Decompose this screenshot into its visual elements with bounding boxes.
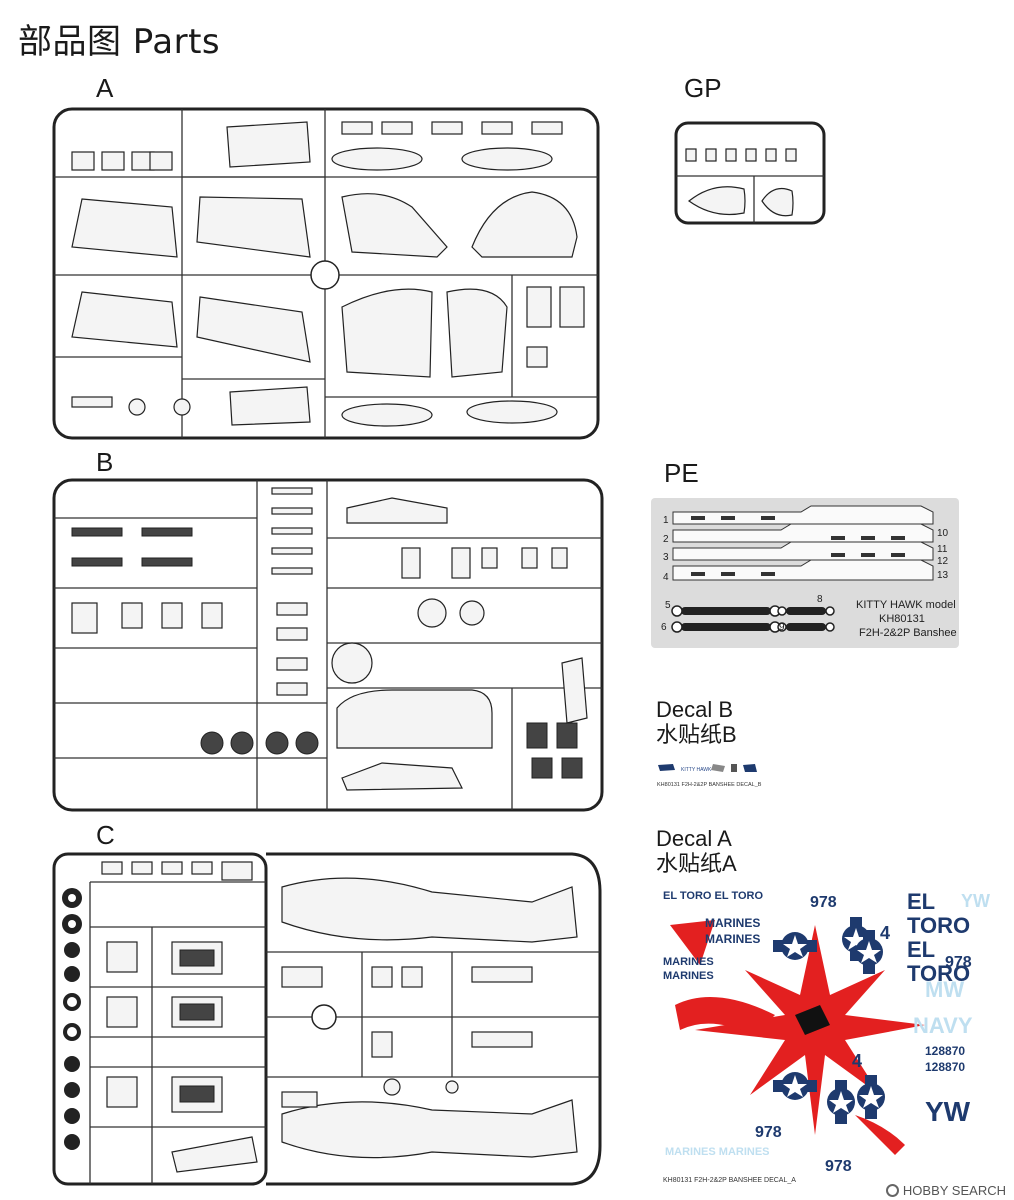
pe-num-1: 1 bbox=[663, 515, 669, 526]
decal-a-title-cn: 水贴纸A bbox=[656, 851, 737, 876]
sprue-c bbox=[52, 852, 602, 1186]
decal-marines-2: MARINES bbox=[705, 932, 760, 946]
roundel-3 bbox=[855, 930, 883, 974]
sprue-b-label: B bbox=[96, 447, 114, 477]
decal-serial-2: 128870 bbox=[925, 1060, 965, 1074]
pe-sheet-drawing: 1 2 3 4 5 6 10 11 12 13 8 9 KITTY HAWK m… bbox=[661, 505, 957, 639]
decal-yw-faint: YW bbox=[961, 891, 990, 911]
decal-978-right: 978 bbox=[945, 954, 972, 971]
decal-b-caption: KH80131 F2H-2&2P BANSHEE DECAL_B bbox=[657, 782, 762, 788]
decal-marines-v1: MARINES bbox=[663, 956, 714, 968]
pe-num-8: 8 bbox=[817, 594, 823, 605]
page-title: 部品图 Parts bbox=[18, 22, 221, 62]
pe-num-5: 5 bbox=[665, 600, 671, 611]
decal-el-2: EL bbox=[907, 937, 935, 962]
hobby-search-logo-icon bbox=[885, 1184, 899, 1197]
decal-4-bottom: 4 bbox=[852, 1051, 862, 1071]
decal-navy: NAVY bbox=[913, 1013, 973, 1038]
pe-name: F2H-2&2P Banshee bbox=[859, 627, 957, 639]
watermark: HOBBY SEARCH bbox=[885, 1183, 1006, 1198]
decal-a-sheet: EL TORO EL TORO 978 EL TORO EL TORO YW M… bbox=[663, 889, 990, 1184]
decal-el-toro-top: EL TORO EL TORO bbox=[663, 890, 763, 902]
pe-num-4: 4 bbox=[663, 572, 669, 583]
decal-toro: TORO bbox=[907, 913, 970, 938]
pe-num-2: 2 bbox=[663, 534, 669, 545]
decal-yw: YW bbox=[925, 1096, 971, 1127]
decal-marines-bottom: MARINES MARINES bbox=[665, 1146, 770, 1158]
decal-serial: 128870 bbox=[925, 1044, 965, 1058]
sprue-gp-label: GP bbox=[684, 73, 722, 103]
decal-a-caption: KH80131 F2H-2&2P BANSHEE DECAL_A bbox=[663, 1177, 796, 1184]
decal-marines-1: MARINES bbox=[705, 916, 760, 930]
decal-978-top: 978 bbox=[810, 894, 837, 911]
decal-b-sheet: KITTY HAWK KH80131 F2H-2&2P BANSHEE DECA… bbox=[657, 764, 762, 788]
pe-num-10: 10 bbox=[937, 528, 949, 539]
sprue-gp bbox=[674, 121, 826, 225]
decal-marines-v2: MARINES bbox=[663, 970, 714, 982]
pe-num-9: 9 bbox=[779, 622, 785, 633]
sprue-b bbox=[52, 478, 604, 812]
watermark-text: HOBBY SEARCH bbox=[902, 1183, 1006, 1198]
decal-mw: MW bbox=[925, 977, 964, 1002]
roundel-1 bbox=[773, 932, 817, 960]
decal-a-title: Decal A bbox=[656, 826, 732, 851]
decal-978-bottom: 978 bbox=[825, 1158, 852, 1175]
roundel-5 bbox=[827, 1080, 855, 1124]
sprue-a-label: A bbox=[96, 73, 114, 103]
pe-brand: KITTY HAWK model bbox=[856, 599, 956, 611]
sprue-c-label: C bbox=[96, 820, 115, 850]
pe-num-6: 6 bbox=[661, 622, 667, 633]
decal-978-bottom-left: 978 bbox=[755, 1124, 782, 1141]
decal-4-top: 4 bbox=[880, 923, 890, 943]
decal-toro-2: TORO bbox=[907, 961, 970, 986]
pe-code: KH80131 bbox=[879, 613, 925, 625]
decal-el: EL bbox=[907, 889, 935, 914]
sprue-a bbox=[52, 107, 600, 440]
decal-b-brand: KITTY HAWK bbox=[681, 767, 712, 773]
pe-num-12: 12 bbox=[937, 556, 949, 567]
decal-b-title: Decal B bbox=[656, 697, 734, 722]
pe-label: PE bbox=[664, 458, 699, 488]
roundel-6 bbox=[857, 1075, 885, 1119]
pe-num-11: 11 bbox=[937, 544, 948, 555]
pe-num-3: 3 bbox=[663, 552, 669, 563]
roundel-4 bbox=[773, 1072, 817, 1100]
decal-b-title-cn: 水贴纸B bbox=[656, 722, 737, 747]
pe-num-13: 13 bbox=[937, 570, 949, 581]
